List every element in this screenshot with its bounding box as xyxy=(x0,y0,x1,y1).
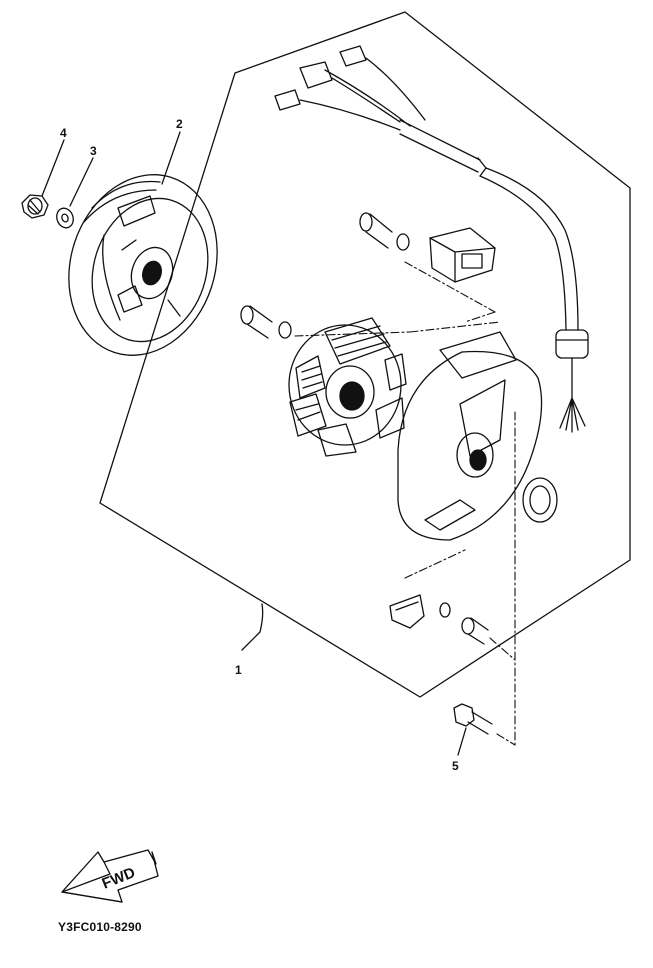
lead-clamp xyxy=(389,594,425,629)
stator-washer xyxy=(278,321,292,339)
flywheel-washer xyxy=(56,207,74,229)
leader-line-5 xyxy=(457,727,467,756)
mounting-screw xyxy=(453,703,493,735)
pickup-washer xyxy=(396,233,410,251)
leader-line-3 xyxy=(69,157,94,207)
stator-screw xyxy=(240,305,273,339)
rotor-flywheel xyxy=(68,174,218,356)
clamp-screw xyxy=(461,617,489,645)
stator-base-plate xyxy=(397,331,543,541)
callout-3: 3 xyxy=(90,144,97,158)
leader-line-1 xyxy=(241,603,264,651)
leader-line-4 xyxy=(41,139,65,197)
assembly-line-stator xyxy=(294,331,411,337)
stator-coil xyxy=(288,317,407,457)
drawing-code: Y3FC010-8290 xyxy=(58,920,142,934)
flywheel-nut xyxy=(21,194,49,219)
oil-seal xyxy=(522,477,558,523)
callout-4: 4 xyxy=(60,126,67,140)
pickup-screw xyxy=(359,212,393,249)
callout-5: 5 xyxy=(452,759,459,773)
leader-line-2 xyxy=(161,131,181,185)
assembly-line-clamp xyxy=(404,549,466,579)
wire-harness xyxy=(274,45,589,433)
fwd-arrow-icon xyxy=(61,849,159,903)
callout-2: 2 xyxy=(176,117,183,131)
assembly-outline xyxy=(99,11,631,698)
callout-1: 1 xyxy=(235,663,242,677)
clamp-washer xyxy=(439,602,451,618)
assembly-line-pickup xyxy=(404,261,496,313)
pickup-coil xyxy=(429,227,496,283)
